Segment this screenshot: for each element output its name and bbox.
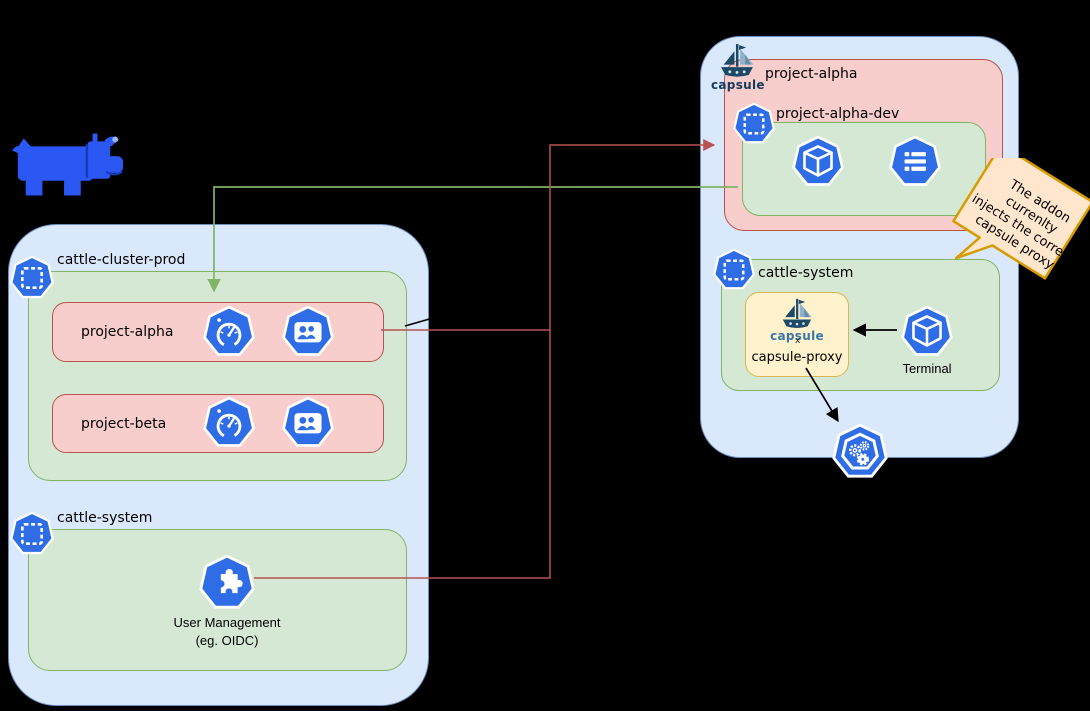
capsule-proxy-box: capsule x capsule-proxy: [745, 292, 849, 377]
project-label: project-alpha: [81, 324, 174, 340]
namespace-label-project-alpha-dev: project-alpha-dev: [776, 106, 900, 122]
capsule-ship-icon: [782, 298, 812, 328]
project-label: project-beta: [81, 415, 167, 432]
namespace-label-cattle-cluster-prod: cattle-cluster-prod: [57, 252, 186, 268]
left-cluster-container: cattle-cluster-prod project-alpha projec…: [8, 224, 429, 706]
namespace-box-project-alpha-dev: project-alpha-dev: [742, 122, 986, 216]
capsule-proxy-label: capsule-proxy: [751, 350, 843, 365]
namespace-box-cattle-system-left: cattle-system User Management (eg. OIDC): [28, 510, 407, 671]
namespace-icon: [713, 249, 755, 291]
note-bubble: [952, 143, 1090, 280]
namespace-label-cattle-system: cattle-system: [57, 510, 153, 526]
project-row-alpha: project-alpha: [52, 302, 384, 362]
limit-range-icon: [889, 136, 941, 188]
namespace-icon: [10, 512, 54, 556]
annotation-note: The addon currenlty injects the correct …: [946, 143, 1090, 318]
role-binding-users-icon: [282, 397, 334, 449]
resource-quota-icon: [203, 397, 255, 449]
tenant-label-project-alpha: project-alpha: [765, 66, 858, 82]
crd-puzzle-icon: [199, 555, 255, 611]
pod-icon: [792, 136, 844, 188]
caption-line: User Management: [173, 615, 281, 630]
resource-quota-icon: [203, 306, 255, 358]
caption-line: (eg. OIDC): [195, 632, 259, 648]
controller-manager-gears-icon: [832, 424, 888, 480]
namespace-icon: [733, 103, 775, 145]
project-row-beta: project-beta: [52, 394, 384, 453]
capsule-ship-icon: [721, 44, 754, 77]
role-binding-users-icon: [282, 306, 334, 358]
rancher-logo: [11, 133, 124, 196]
capsule-wordmark: capsule: [770, 329, 824, 343]
right-cluster-container: capsule project-alpha project-alpha-dev …: [700, 36, 1019, 458]
user-management-caption: User Management (eg. OIDC): [117, 614, 337, 649]
capsule-logo: capsule: [711, 42, 765, 92]
terminal-label: Terminal: [902, 361, 952, 376]
tenant-box-project-alpha: project-alpha project-alpha-dev: [724, 59, 1003, 231]
namespace-icon: [10, 256, 54, 300]
namespace-box-cattle-cluster-prod: cattle-cluster-prod project-alpha projec…: [28, 252, 407, 481]
capsule-logo-mark: x: [795, 336, 801, 346]
namespace-label-cattle-system: cattle-system: [758, 265, 854, 281]
capsule-wordmark: capsule: [711, 78, 765, 92]
